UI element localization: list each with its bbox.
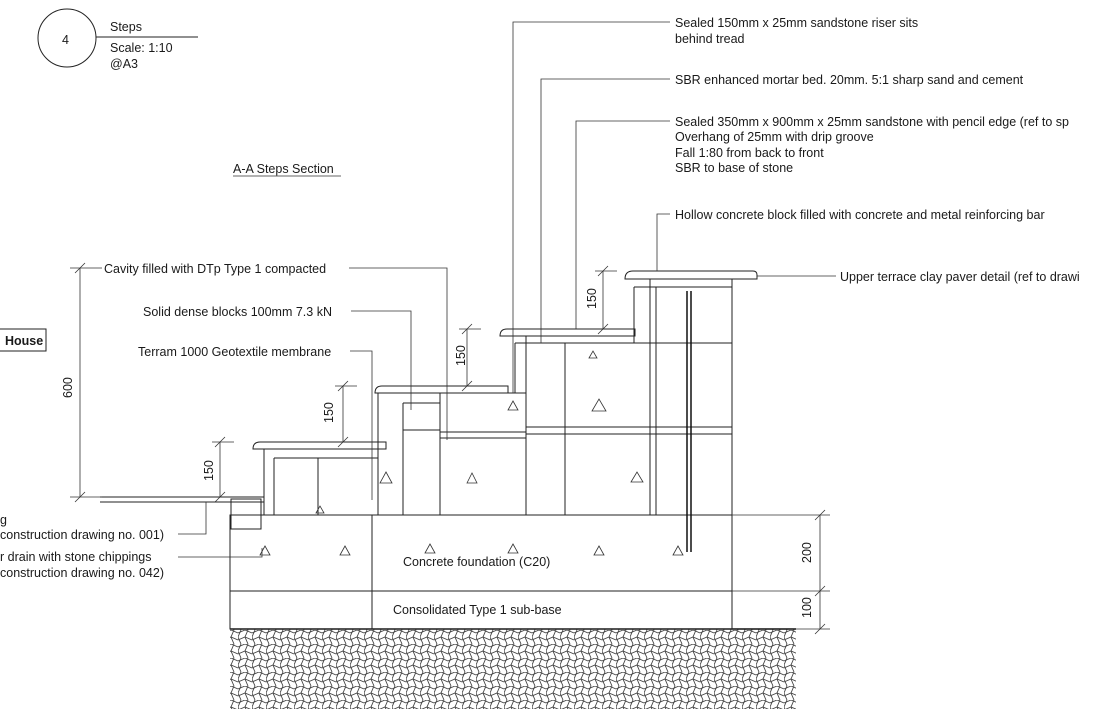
dim-foundation: 200 xyxy=(800,542,814,563)
title-block: 4 Steps Scale: 1:10 @A3 xyxy=(37,8,198,71)
callout-tread-3: Fall 1:80 from back to front xyxy=(675,146,824,160)
leaders xyxy=(178,21,836,558)
dim-subbase: 100 xyxy=(800,597,814,618)
detail-number-circle xyxy=(37,8,97,68)
callout-left2-b: construction drawing no. 042) xyxy=(0,566,164,580)
callout-left1-b: construction drawing no. 001) xyxy=(0,528,164,542)
foundation-label: Concrete foundation (C20) xyxy=(403,555,550,569)
drawing-title: Steps xyxy=(110,20,142,34)
soil-hatch xyxy=(230,629,796,709)
concrete-foundation xyxy=(229,514,733,592)
concrete-triangles xyxy=(259,543,684,556)
subbase-label: Consolidated Type 1 sub-base xyxy=(393,603,562,617)
callout-riser-2: behind tread xyxy=(675,32,745,46)
hollow-block-column xyxy=(649,278,733,552)
callout-paver: Upper terrace clay paver detail (ref to … xyxy=(840,270,1080,284)
callout-solid: Solid dense blocks 100mm 7.3 kN xyxy=(143,305,332,319)
dim-step-1: 150 xyxy=(202,460,216,481)
step-1 xyxy=(252,441,387,516)
step-2 xyxy=(374,385,509,516)
callout-cavity: Cavity filled with DTp Type 1 compacted xyxy=(104,262,326,276)
step-4 xyxy=(525,270,758,516)
step-3 xyxy=(439,328,636,516)
edge-restraint xyxy=(230,498,262,530)
dimensions xyxy=(70,262,830,635)
callout-tread-2: Overhang of 25mm with drip groove xyxy=(675,130,874,144)
callout-left1-a: g xyxy=(0,513,7,527)
dim-overall: 600 xyxy=(61,377,75,398)
callout-block: Hollow concrete block filled with concre… xyxy=(675,208,1045,222)
drawing-scale: Scale: 1:10 xyxy=(110,41,173,55)
house-box xyxy=(0,328,47,352)
callout-riser-1: Sealed 150mm x 25mm sandstone riser sits xyxy=(675,16,918,30)
callout-mortar: SBR enhanced mortar bed. 20mm. 5:1 sharp… xyxy=(675,73,1024,87)
house-label: House xyxy=(5,334,43,348)
callout-tread-4: SBR to base of stone xyxy=(675,161,793,175)
sheet-size: @A3 xyxy=(110,57,138,71)
section-title: A-A Steps Section xyxy=(233,162,334,176)
detail-number: 4 xyxy=(62,33,69,47)
callout-tread-1: Sealed 350mm x 900mm x 25mm sandstone wi… xyxy=(675,115,1069,129)
dim-step-3: 150 xyxy=(454,345,468,366)
callout-left2-a: r drain with stone chippings xyxy=(0,550,151,564)
callout-terram: Terram 1000 Geotextile membrane xyxy=(138,345,331,359)
dim-step-4: 150 xyxy=(585,288,599,309)
dim-step-2: 150 xyxy=(322,402,336,423)
